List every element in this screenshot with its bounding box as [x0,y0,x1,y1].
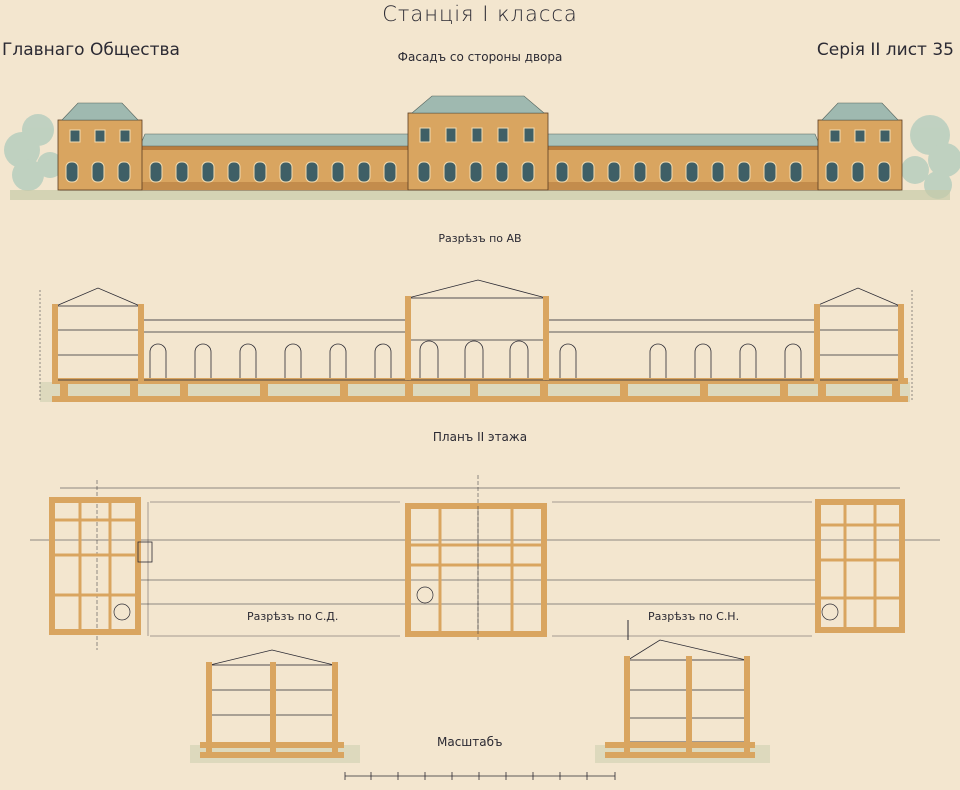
tree-right [901,115,960,199]
scale-bar [344,772,616,780]
plan-caption: Планъ II этажа [432,430,528,444]
facade-drawing [4,95,960,200]
section-cn-drawing [595,620,770,763]
plan-right-pavilion [815,499,905,633]
floor-plan-drawing [30,475,940,650]
plan-left-pavilion [49,497,153,635]
section-ab-caption: Разрѣзъ по АВ [438,232,522,245]
facade-windows [65,127,891,183]
series-sheet-number: Серія II лист 35 [816,40,954,60]
scale-caption: Масштабъ [437,735,503,749]
section-ab-drawing [39,279,913,402]
section-cd-drawing [190,649,360,763]
company-name: Главнаго Общества [2,40,180,60]
facade-ground [10,190,950,200]
sheet-title: Станція I класса [382,2,578,26]
facade-caption: Фасадъ со стороны двора [397,50,563,64]
section-ab-foundation [52,378,908,384]
section-cd-caption: Разрѣзъ по С.Д. [247,610,339,623]
section-ab-arches [149,340,802,378]
section-cn-caption: Разрѣзъ по С.Н. [648,610,740,623]
tree-left [4,114,63,191]
plan-central-pavilion [405,503,547,637]
